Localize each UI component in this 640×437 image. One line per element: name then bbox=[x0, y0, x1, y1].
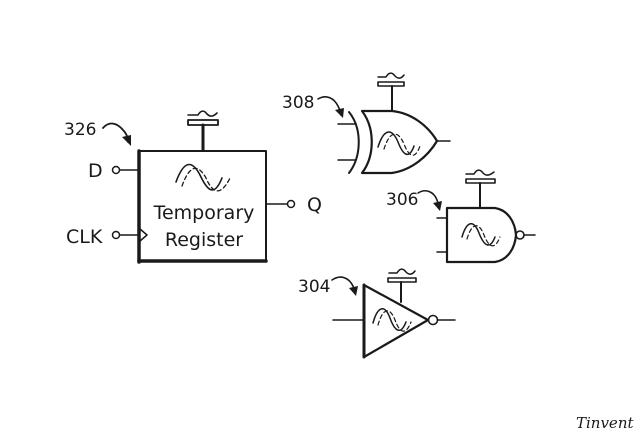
waveform-icon bbox=[377, 131, 421, 156]
power-supply-icon bbox=[187, 110, 219, 152]
arrowhead-icon bbox=[122, 135, 131, 146]
inversion-bubble bbox=[427, 314, 439, 326]
pin-d-terminal bbox=[111, 165, 121, 175]
inverter-gate: 304 bbox=[298, 268, 456, 359]
clock-edge-icon bbox=[139, 228, 148, 242]
arrowhead-icon bbox=[433, 201, 442, 211]
ref-label-326: 326 bbox=[64, 120, 96, 140]
xor-back-curve bbox=[348, 111, 360, 174]
inversion-bubble bbox=[515, 230, 525, 240]
nand-body bbox=[445, 206, 518, 264]
artist-signature: Tinvent bbox=[576, 414, 634, 432]
register-title-line2: Register bbox=[165, 229, 243, 251]
temporary-register: 326 Temporary Register D CLK bbox=[64, 110, 322, 264]
pin-q-terminal bbox=[286, 199, 296, 209]
nand-gate: 306 bbox=[386, 169, 536, 264]
arrowhead-icon bbox=[335, 108, 344, 118]
register-title-line1: Temporary bbox=[153, 202, 255, 224]
waveform-icon bbox=[372, 308, 412, 332]
pin-label-d: D bbox=[88, 160, 103, 182]
xor-gate: 308 bbox=[282, 72, 451, 175]
power-supply-icon bbox=[377, 72, 405, 112]
arrowhead-icon bbox=[349, 286, 358, 296]
waveform-icon bbox=[461, 223, 501, 247]
pin-label-clk: CLK bbox=[66, 226, 103, 248]
ref-label-308: 308 bbox=[282, 93, 314, 113]
ref-label-306: 306 bbox=[386, 190, 418, 210]
waveform-icon bbox=[175, 163, 231, 192]
power-supply-icon bbox=[465, 169, 496, 209]
xor-body bbox=[360, 109, 439, 175]
pin-clk-terminal bbox=[111, 230, 121, 240]
pin-label-q: Q bbox=[307, 194, 322, 216]
ref-label-304: 304 bbox=[298, 277, 330, 297]
power-supply-icon bbox=[387, 268, 417, 303]
